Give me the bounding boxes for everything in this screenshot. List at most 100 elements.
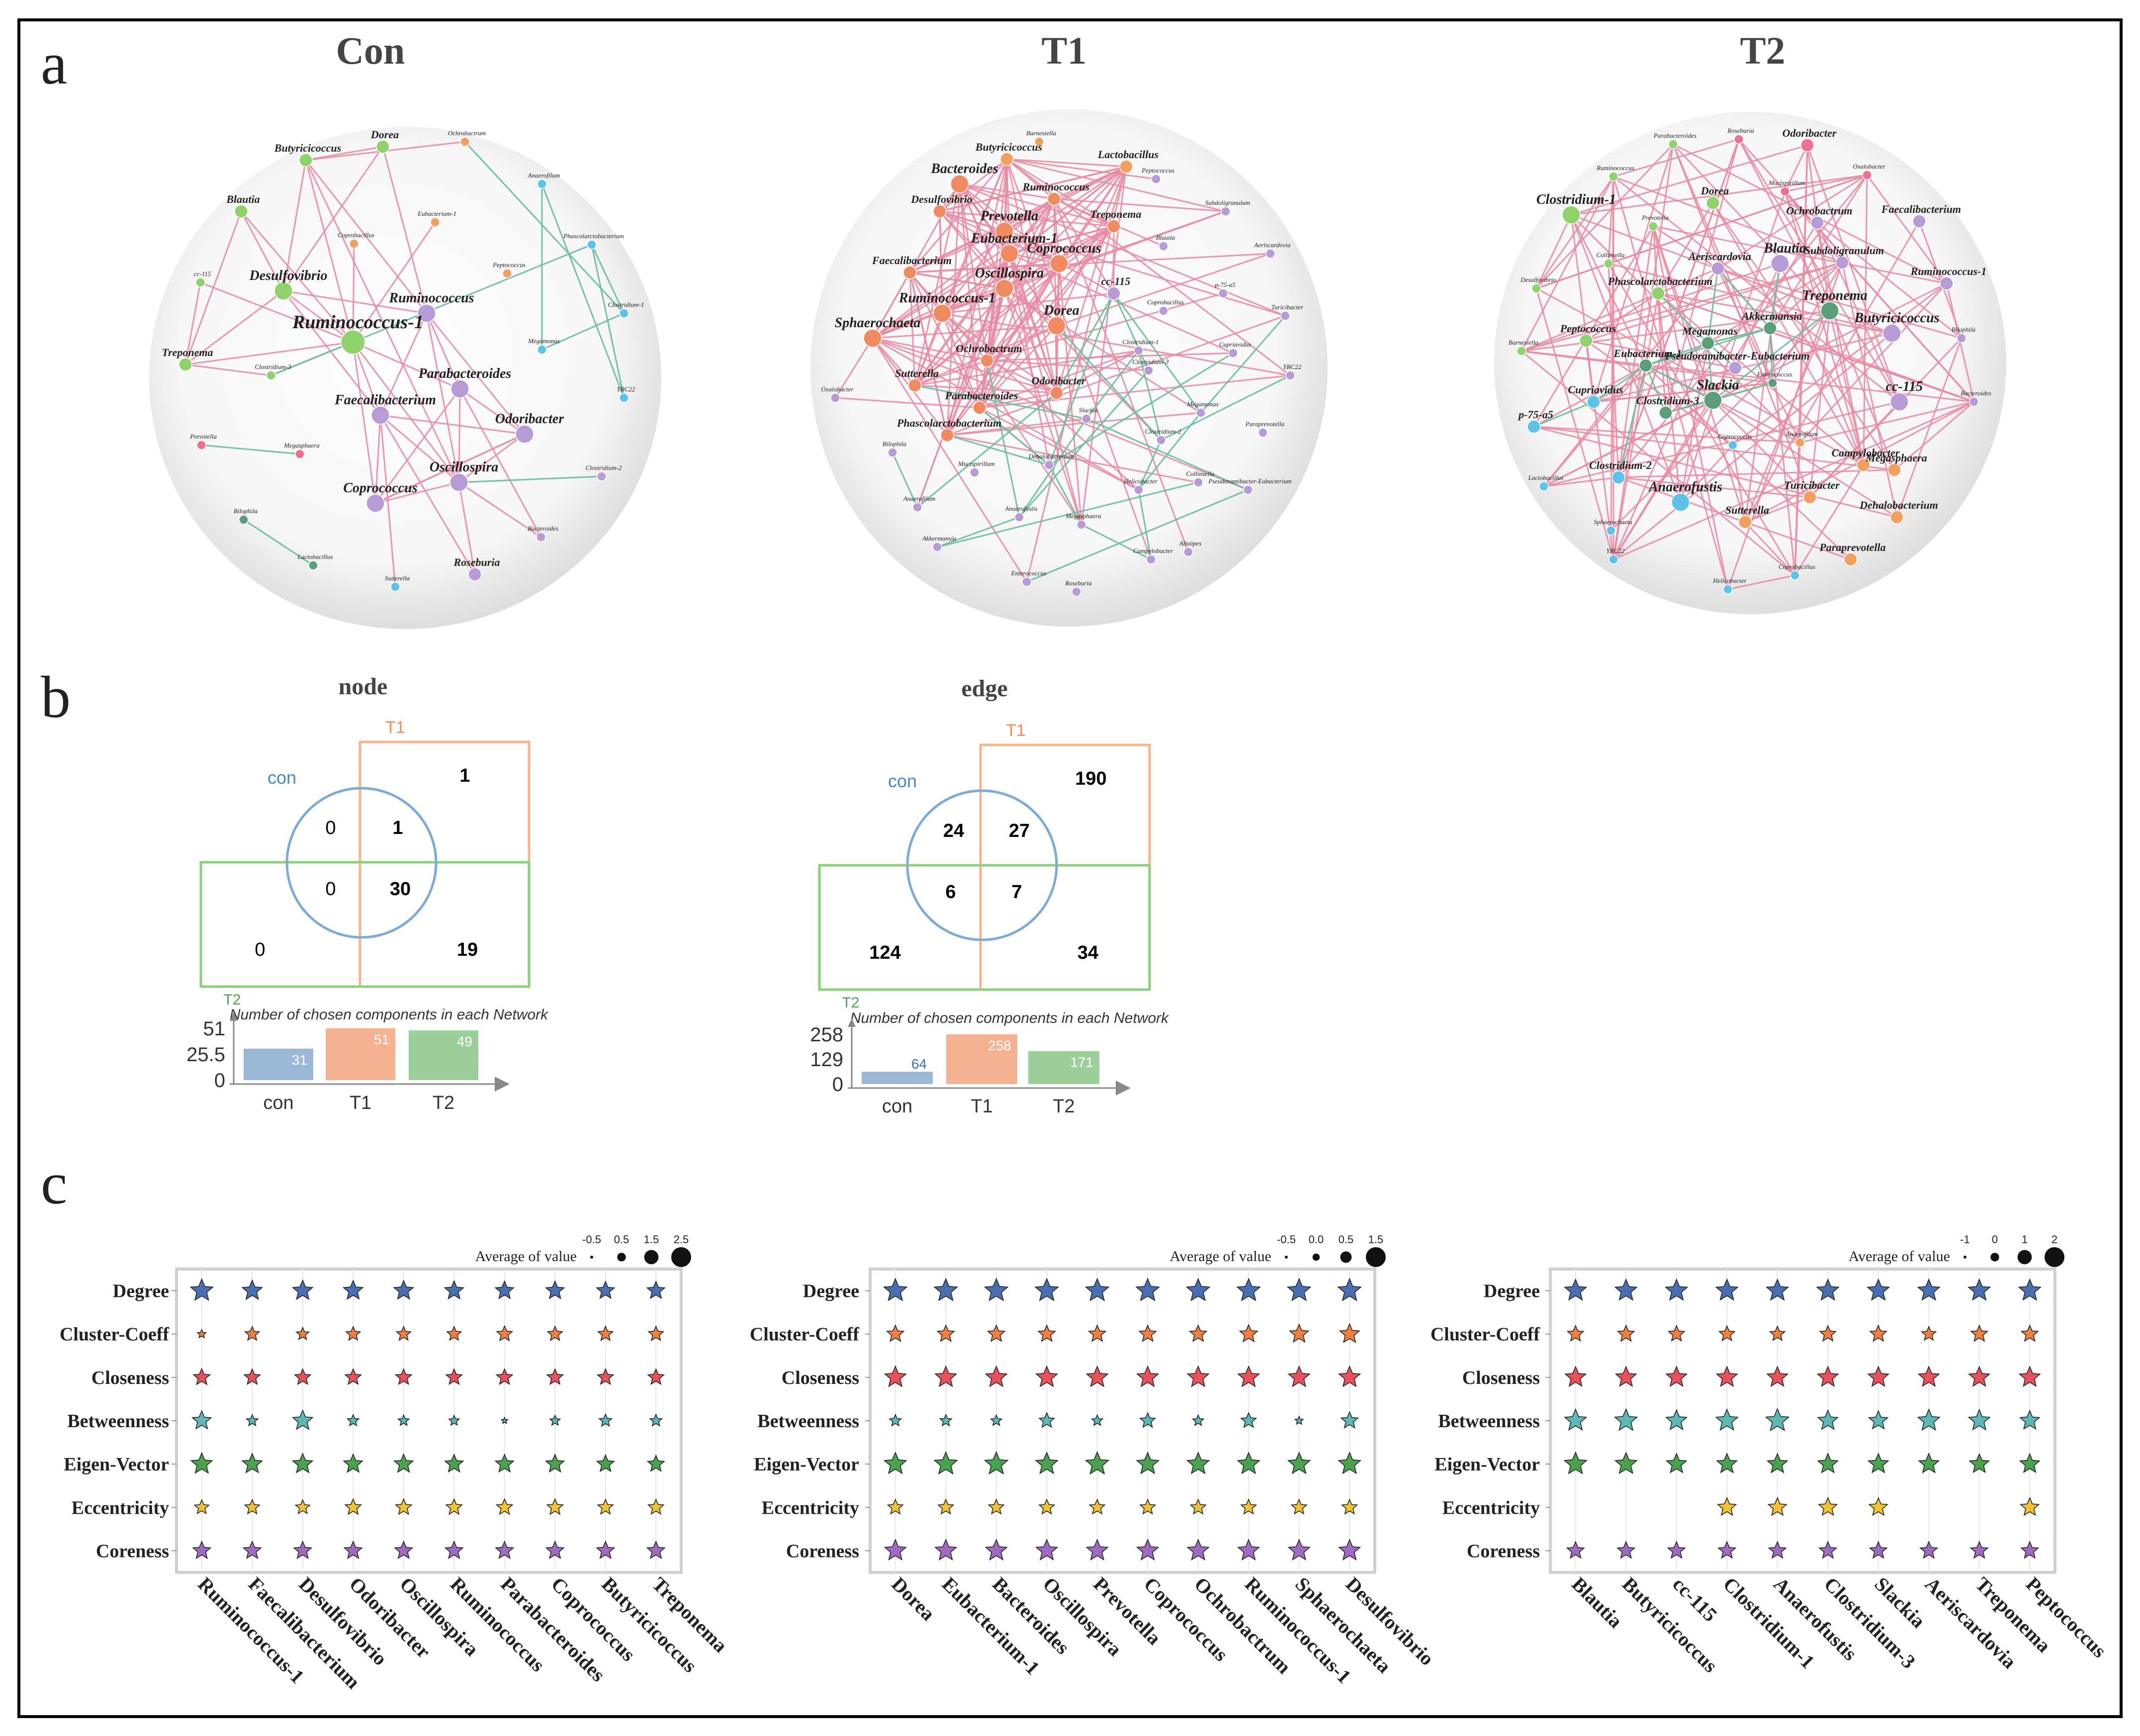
positive-edge	[914, 225, 1114, 386]
node-label: Treponema	[162, 346, 213, 359]
positive-edge	[1784, 174, 1868, 192]
positive-edge	[305, 160, 428, 314]
negative-edge	[458, 475, 602, 483]
star-coreness-dorea	[884, 1539, 907, 1561]
venn-count-con-t1: 1	[392, 818, 403, 838]
node-label: Akkermansia	[1741, 310, 1802, 322]
positive-edge	[939, 158, 1007, 212]
node-peptococcus	[502, 269, 512, 278]
positive-edge	[1769, 328, 1796, 576]
node-butyricicoccus	[1000, 152, 1014, 166]
node-roseburia	[1734, 134, 1744, 144]
node-blautia	[234, 204, 248, 218]
positive-edge	[941, 313, 981, 408]
node-peptococcus	[1579, 334, 1593, 348]
node-phascolarctobacterium	[587, 240, 597, 250]
positive-edge	[1657, 292, 1865, 466]
positive-edge	[1533, 426, 1897, 518]
y-tick-label: Closeness	[782, 1368, 859, 1388]
node-label: Oscillospira	[975, 266, 1044, 281]
node-lactobacillus	[1539, 481, 1549, 491]
star-degree-ruminococcus-1	[1236, 1278, 1261, 1301]
positive-edge	[1712, 202, 1895, 470]
node-label: Slackia	[1696, 377, 1739, 393]
legend-dot	[1285, 1256, 1288, 1259]
star-closeness-sphaerochaeta	[1287, 1365, 1311, 1387]
positive-edge	[1893, 401, 1975, 471]
star-cluster-coeff-oscillospira	[395, 1325, 412, 1341]
star-closeness-clostridium-3	[1816, 1366, 1839, 1387]
positive-edge	[1680, 191, 1786, 503]
positive-edge	[834, 338, 874, 398]
node-phascolarctobacterium	[940, 428, 954, 442]
node-label: Dorea	[1043, 303, 1079, 318]
star-eigen-vector-ruminococcus-1	[1237, 1451, 1261, 1474]
legend-tick: -0.5	[582, 1233, 601, 1246]
node-label: Ochrobactrum	[448, 129, 486, 137]
positive-edge	[1571, 144, 1808, 216]
positive-edge	[1738, 138, 1975, 403]
y-tick-label: Eigen-Vector	[1434, 1454, 1540, 1475]
venn-con-circle	[285, 787, 438, 939]
positive-edge	[1612, 144, 1674, 560]
star-betweenness-eubacterium-1	[939, 1413, 953, 1427]
legend-dot	[590, 1256, 593, 1259]
node-blautia	[1159, 241, 1168, 251]
positive-edge	[1543, 399, 1713, 487]
positive-edge	[1520, 350, 1796, 576]
node-label: Bacteroides	[930, 161, 998, 177]
star-eigen-vector-oscillospira	[1035, 1451, 1059, 1474]
negative-edge	[1707, 343, 1714, 401]
node-label: Megasphaera	[1065, 512, 1101, 520]
legend-label: Average of value	[475, 1248, 577, 1265]
node-label: Odoribacter	[1783, 127, 1837, 139]
star-cluster-coeff-faecalibacterium	[244, 1325, 261, 1341]
star-cluster-coeff-coprococcus	[1138, 1324, 1158, 1342]
y-tick-label: Coreness	[1467, 1541, 1540, 1561]
legend-dot	[1366, 1247, 1386, 1267]
node-label: cc-115	[1101, 275, 1131, 287]
positive-edge	[1612, 332, 1893, 560]
node-clostridium-1	[1562, 205, 1581, 224]
star-closeness-treponema	[647, 1368, 665, 1385]
star-eccentricity-ruminococcus-1	[1240, 1498, 1257, 1515]
star-degree-desulfovibrio	[1337, 1278, 1362, 1301]
star-cluster-coeff-sphaerochaeta	[1289, 1323, 1310, 1343]
positive-edge	[1652, 226, 1667, 413]
node-ruminococcus	[417, 304, 436, 323]
node-label: Subdoligranulum	[1804, 244, 1884, 257]
legend-tick: 0.0	[1309, 1233, 1324, 1246]
bar-data-label: 49	[457, 1034, 472, 1049]
node-dorea	[376, 140, 390, 154]
star-eigen-vector-faecalibacterium	[241, 1453, 264, 1473]
node-collinsella	[1193, 477, 1203, 487]
node-cupriavidus	[1587, 395, 1601, 409]
node-desulfovibrio	[933, 204, 947, 218]
star-degree-ochrobactrum	[1185, 1278, 1211, 1301]
star-coreness-anaerofustis	[1768, 1541, 1787, 1559]
node-label: Sutterella	[1725, 504, 1769, 516]
node-dehalobacterium	[1890, 510, 1904, 524]
node-treponema	[1820, 301, 1839, 320]
node-label: Blautia	[226, 193, 260, 205]
positive-edge	[379, 415, 396, 587]
positive-edge	[1652, 226, 1729, 590]
node-clostridium-1	[619, 308, 629, 318]
positive-edge	[979, 288, 1005, 408]
star-eccentricity-desulfovibrio	[294, 1499, 311, 1515]
positive-edge	[1612, 400, 1714, 560]
node-label: Paraprevotella	[1245, 420, 1285, 428]
star-betweenness-oscillospira	[1038, 1412, 1056, 1428]
node-butyricicoccus	[1882, 324, 1901, 343]
positive-edge	[458, 388, 461, 483]
negative-edge	[1645, 365, 1667, 413]
positive-edge	[1593, 332, 1892, 403]
node-faecalibacterium	[371, 406, 390, 425]
node-sutterella	[390, 582, 400, 592]
star-eigen-vector-desulfovibrio	[1338, 1451, 1362, 1474]
star-degree-clostridium-3	[1816, 1278, 1840, 1301]
negative-edge	[464, 141, 625, 314]
positive-edge	[947, 412, 1201, 436]
bar-title: Number of chosen components in each Netw…	[850, 1010, 1169, 1026]
